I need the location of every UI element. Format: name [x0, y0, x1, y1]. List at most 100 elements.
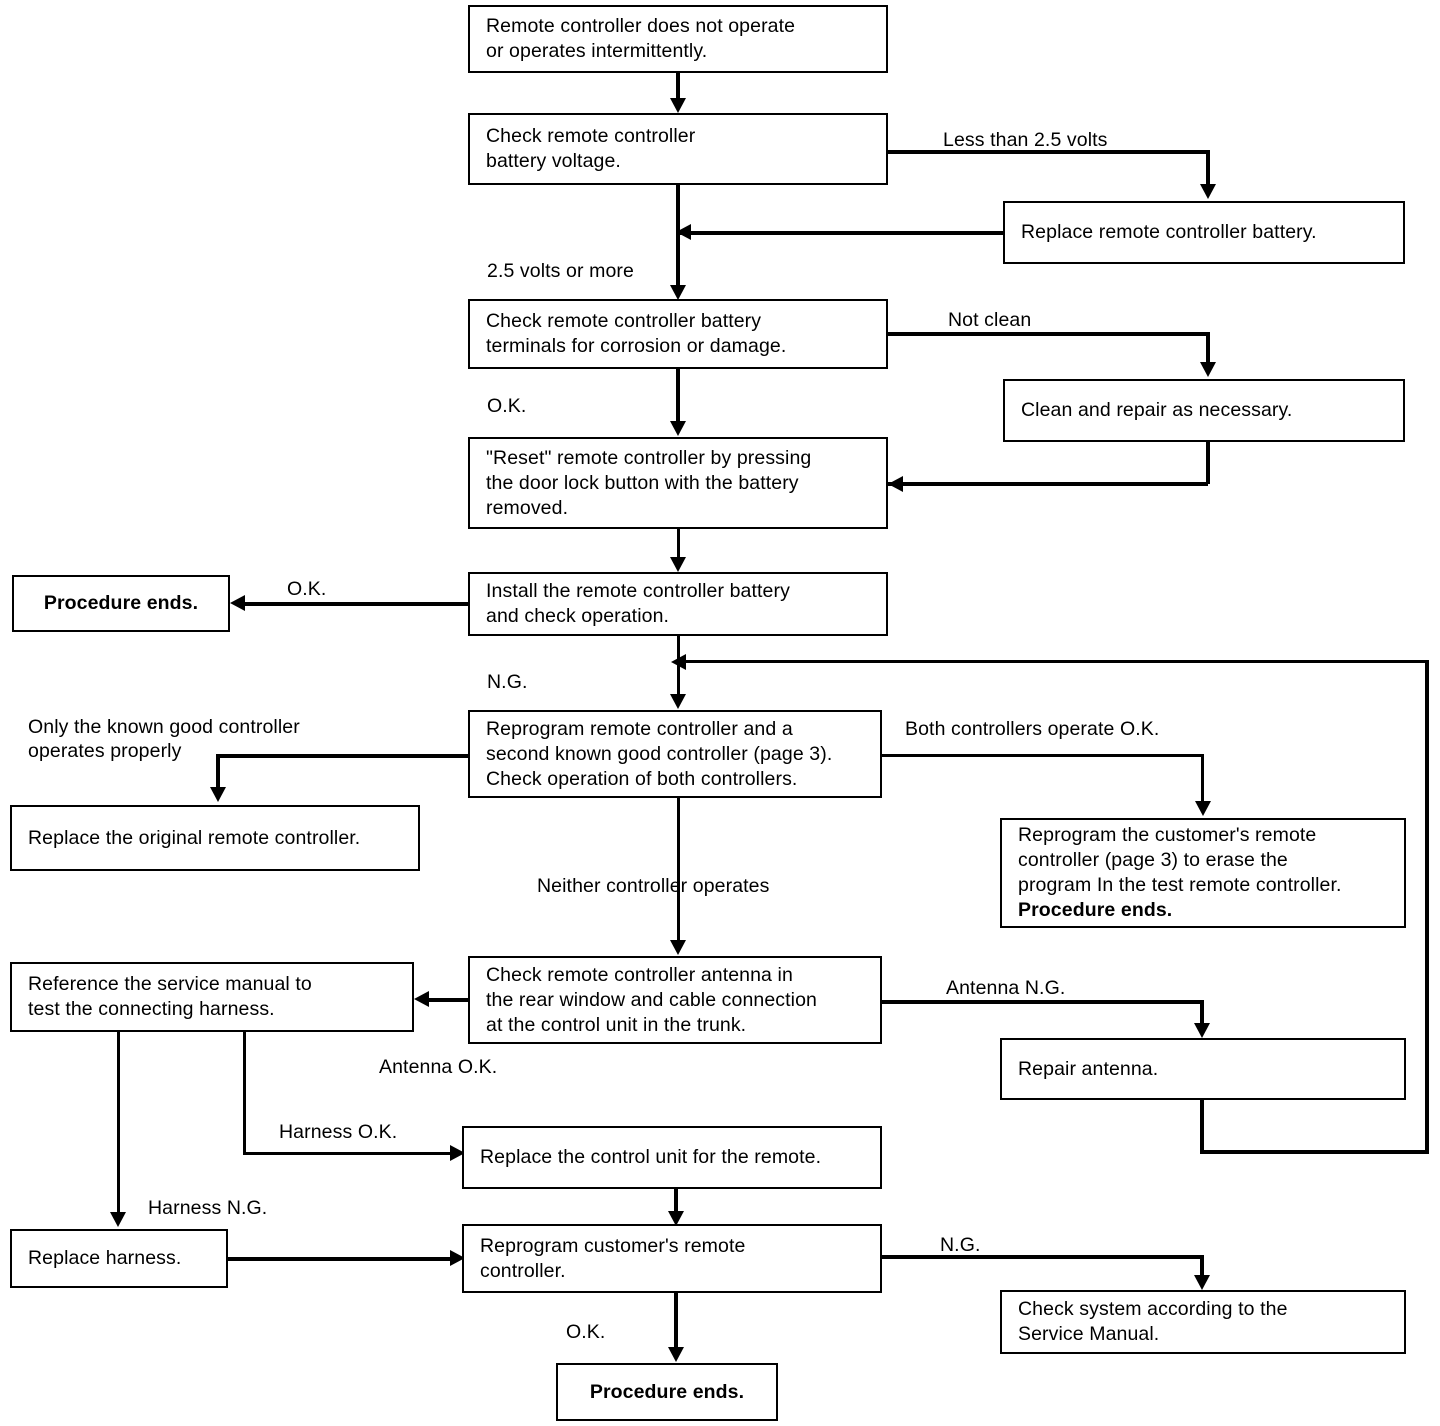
- node-text-bold-line: Procedure ends.: [1018, 899, 1173, 921]
- connector-install-ok-h: [244, 602, 470, 606]
- connector-both-ok-v: [1201, 754, 1204, 802]
- connector-not-clean-v: [1206, 332, 1210, 363]
- node-replace-control-unit: Replace the control unit for the remote.: [462, 1126, 882, 1189]
- connector-battery-return-h: [676, 231, 1005, 235]
- node-reprogram-customer-controller: Reprogram customer's remote controller.: [462, 1224, 882, 1293]
- node-text: Reprogram customer's remote controller.: [480, 1234, 746, 1282]
- connector-reset-to-install: [677, 529, 680, 558]
- node-text: Replace remote controller battery.: [1021, 221, 1317, 243]
- arrowhead-down: [1195, 801, 1211, 816]
- connector-reprogram-ng-h: [882, 1255, 1204, 1259]
- connector-harness-ng-v: [117, 1032, 120, 1213]
- node-text: Procedure ends.: [589, 1380, 745, 1403]
- node-reset-controller: "Reset" remote controller by pressing th…: [468, 437, 888, 529]
- arrowhead-down: [668, 1347, 684, 1362]
- node-text: Remote controller does not operate or op…: [486, 15, 796, 62]
- edge-label-harness-ok: Harness O.K.: [279, 1121, 398, 1143]
- edge-label-reprogram-ng: N.G.: [940, 1234, 981, 1256]
- node-symptom: Remote controller does not operate or op…: [468, 5, 888, 73]
- edge-label-only-known-good: Only the known good controller operates …: [28, 716, 300, 762]
- node-install-battery: Install the remote controller battery an…: [468, 572, 888, 636]
- node-check-antenna: Check remote controller antenna in the r…: [468, 956, 882, 1044]
- edge-label-terminals-ok: O.K.: [487, 395, 527, 417]
- node-text: Install the remote controller battery an…: [486, 580, 790, 627]
- node-replace-original-controller: Replace the original remote controller.: [10, 805, 420, 871]
- node-text: Reprogram the customer's remote controll…: [1002, 823, 1342, 923]
- arrowhead-left: [230, 595, 245, 611]
- node-text: Check remote controller antenna in the r…: [486, 963, 817, 1036]
- arrowhead-down: [210, 787, 226, 802]
- connector-known-good-h: [216, 754, 470, 758]
- connector-reprogram-to-end: [674, 1293, 678, 1348]
- edge-label-reprogram-ok: O.K.: [566, 1321, 606, 1343]
- edge-label-not-clean: Not clean: [948, 309, 1032, 331]
- node-text: Reference the service manual to test the…: [28, 973, 312, 1020]
- node-text: Check remote controller battery voltage.: [486, 125, 696, 172]
- edge-label-both-controllers-ok: Both controllers operate O.K.: [905, 718, 1160, 740]
- connector-antenna-ng-v: [1200, 1000, 1204, 1024]
- arrowhead-left: [676, 224, 691, 240]
- edge-label-antenna-ng: Antenna N.G.: [946, 977, 1066, 999]
- node-replace-harness: Replace harness.: [10, 1229, 228, 1288]
- arrowhead-down: [1194, 1023, 1210, 1038]
- arrowhead-down: [1200, 184, 1216, 199]
- arrowhead-right: [450, 1145, 465, 1161]
- connector-control-unit-to-reprogram: [674, 1189, 678, 1213]
- arrowhead-down: [670, 557, 686, 572]
- connector-voltage-low-h: [888, 150, 1210, 154]
- node-text: Reprogram remote controller and a second…: [486, 717, 833, 790]
- connector-known-good-v: [216, 754, 220, 788]
- connector-harness-ok-v: [243, 1032, 246, 1154]
- connector-not-clean-h: [888, 332, 1210, 336]
- edge-label-2-5-volts-or-more: 2.5 volts or more: [487, 260, 634, 282]
- arrowhead-left: [414, 991, 429, 1007]
- connector-terminals-to-reset: [676, 369, 680, 423]
- node-text: Check system according to the Service Ma…: [1018, 1298, 1288, 1345]
- arrowhead-down: [1200, 362, 1216, 377]
- edge-label-neither-controller: Neither controller operates: [537, 875, 770, 897]
- node-text-main: Reprogram the customer's remote controll…: [1018, 824, 1342, 896]
- edge-label-install-ng: N.G.: [487, 671, 528, 693]
- node-text: Procedure ends.: [43, 592, 199, 614]
- connector-repair-antenna-v: [1200, 1100, 1204, 1154]
- connector-antenna-ng-h: [882, 1000, 1204, 1004]
- edge-label-antenna-ok: Antenna O.K.: [379, 1056, 498, 1078]
- edge-label-less-than-2-5-volts: Less than 2.5 volts: [943, 129, 1108, 151]
- node-repair-antenna: Repair antenna.: [1000, 1038, 1406, 1100]
- node-text: "Reset" remote controller by pressing th…: [486, 446, 812, 519]
- node-text: Replace harness.: [28, 1247, 182, 1269]
- node-text: Repair antenna.: [1018, 1057, 1159, 1080]
- arrowhead-down: [1194, 1275, 1210, 1290]
- node-reprogram-customer-erase: Reprogram the customer's remote controll…: [1000, 818, 1406, 928]
- arrowhead-down: [110, 1212, 126, 1227]
- connector-harness-ok-h: [243, 1152, 455, 1155]
- arrowhead-left: [888, 476, 903, 492]
- arrowhead-down: [670, 694, 686, 709]
- node-text: Clean and repair as necessary.: [1021, 399, 1293, 421]
- connector-antenna-ok-h: [428, 998, 472, 1002]
- node-reference-service-manual: Reference the service manual to test the…: [10, 962, 414, 1032]
- node-check-system-service-manual: Check system according to the Service Ma…: [1000, 1290, 1406, 1354]
- node-procedure-ends-lower: Procedure ends.: [556, 1363, 778, 1421]
- edge-label-harness-ng: Harness N.G.: [148, 1197, 268, 1219]
- connector-symptom-to-check-voltage: [676, 73, 680, 100]
- connector-clean-return-h: [888, 482, 1208, 486]
- connector-feedback-loop-h: [677, 660, 1429, 663]
- arrowhead-left: [671, 654, 686, 670]
- connector-repair-antenna-h: [1200, 1150, 1429, 1154]
- node-check-terminals: Check remote controller battery terminal…: [468, 299, 888, 369]
- arrowhead-right: [450, 1250, 465, 1266]
- connector-both-ok-h: [882, 754, 1204, 757]
- node-text: Replace the control unit for the remote.: [480, 1146, 822, 1168]
- arrowhead-down: [668, 1211, 684, 1226]
- arrowhead-down: [670, 98, 686, 113]
- arrowhead-down: [670, 285, 686, 300]
- node-text: Check remote controller battery terminal…: [486, 310, 787, 357]
- connector-clean-return-v: [1206, 442, 1210, 484]
- node-replace-battery: Replace remote controller battery.: [1003, 201, 1405, 264]
- arrowhead-down: [670, 421, 686, 436]
- connector-voltage-low-v: [1206, 150, 1210, 185]
- node-text: Replace the original remote controller.: [28, 826, 361, 849]
- connector-neither-to-antenna: [677, 798, 680, 942]
